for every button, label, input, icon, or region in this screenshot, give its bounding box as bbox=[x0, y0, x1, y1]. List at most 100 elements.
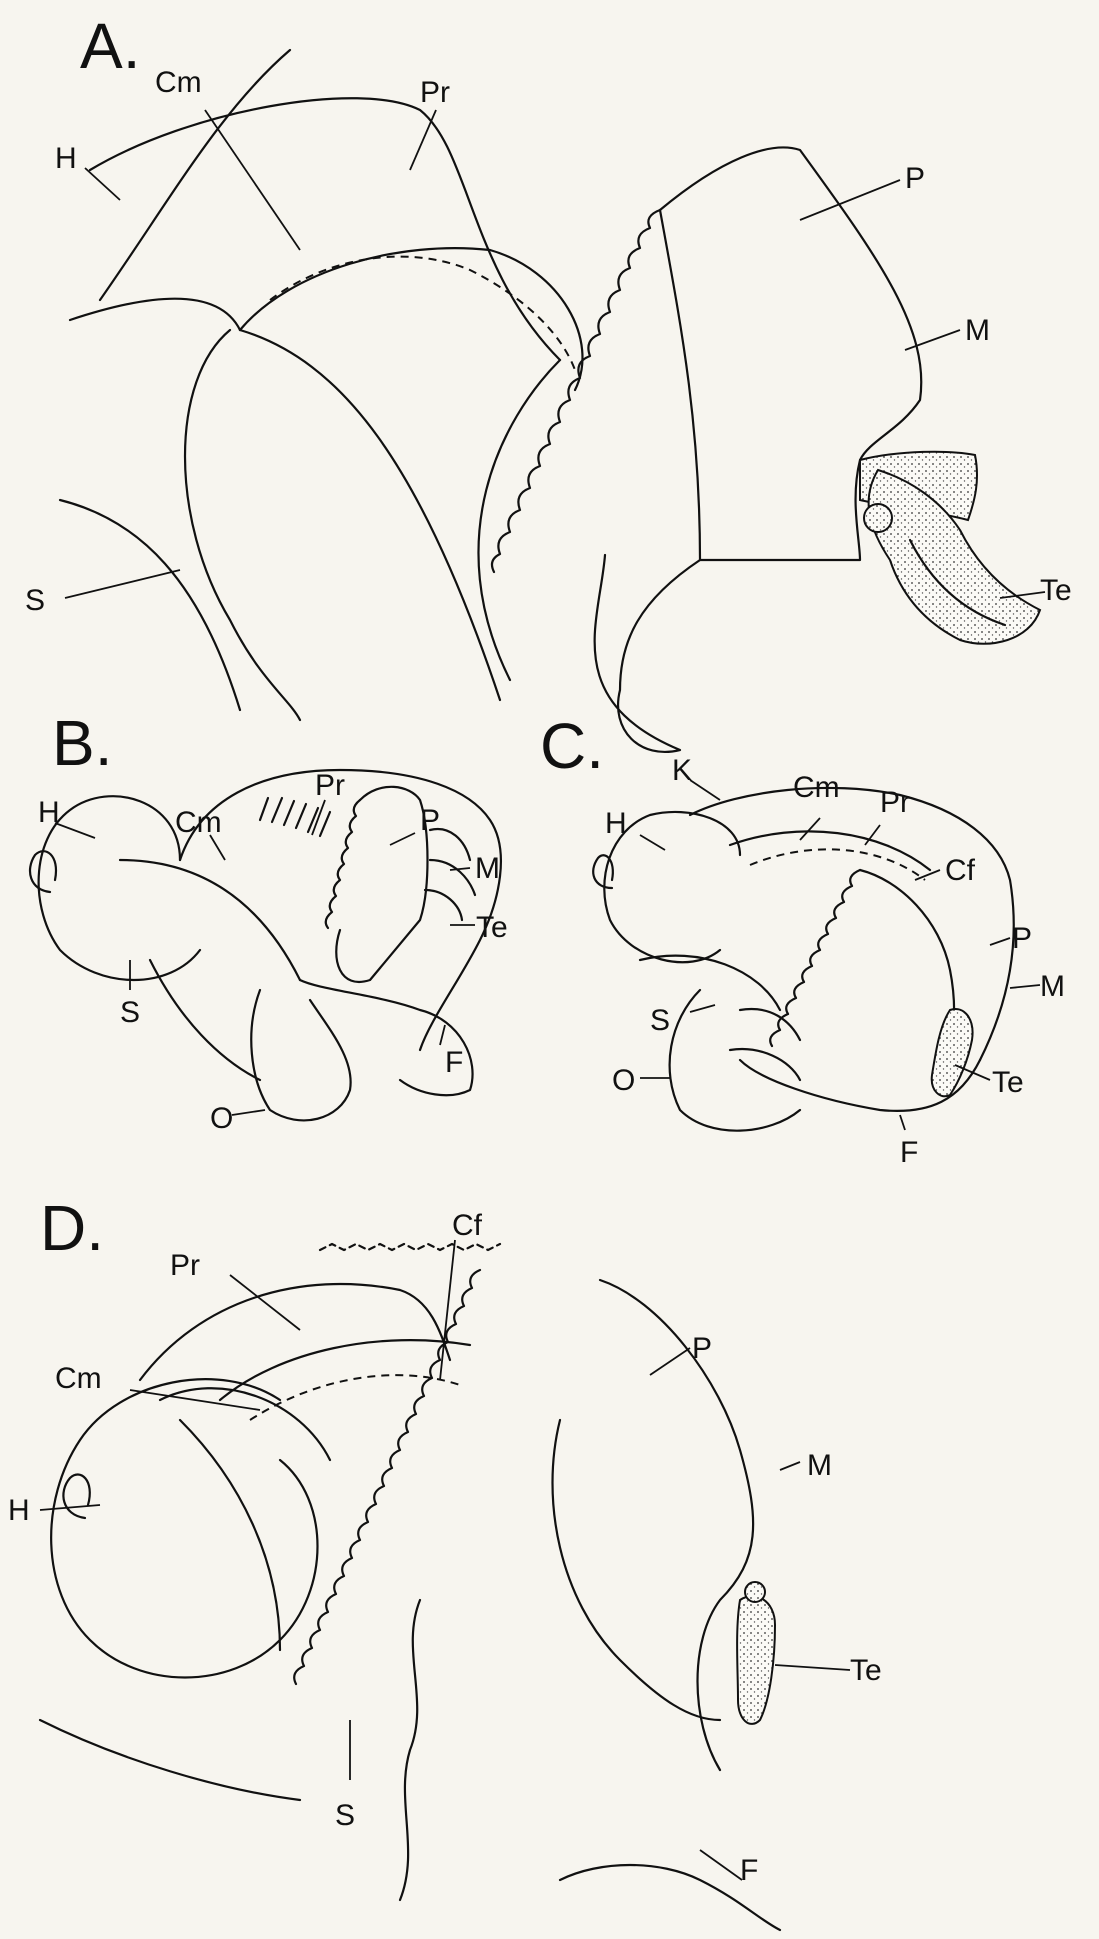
panel-c-label-m: M bbox=[1040, 970, 1065, 1003]
panel-d-prostate-dash bbox=[250, 1375, 460, 1420]
panel-c-label-te: Te bbox=[992, 1066, 1024, 1099]
panel-a-collar bbox=[240, 248, 582, 390]
panel-a-label-s: S bbox=[25, 584, 45, 617]
panel-c-prostate-dash bbox=[750, 849, 925, 880]
panel-a-eye-spot bbox=[864, 504, 892, 532]
panel-a-label-h: H bbox=[55, 142, 77, 175]
panel-d-head-spiral bbox=[63, 1474, 89, 1518]
panel-d-body-top bbox=[140, 1284, 450, 1380]
panel-b-head-spiral bbox=[30, 851, 56, 892]
panel-b-leader-f bbox=[440, 1025, 445, 1045]
panel-b-label-h: H bbox=[38, 796, 60, 829]
panel-b-letter: B. bbox=[52, 707, 112, 779]
panel-a-label-m: M bbox=[965, 314, 990, 347]
panel-d-tentacle-stipple bbox=[737, 1596, 775, 1724]
panel-d-collar bbox=[220, 1340, 470, 1400]
panel-c-head-spiral bbox=[593, 855, 613, 888]
panel-d-leader-te bbox=[775, 1665, 850, 1670]
panel-d-penis-crenulations bbox=[294, 1270, 480, 1684]
panel-a-penis-back bbox=[660, 210, 700, 560]
panel-d-label-te: Te bbox=[850, 1654, 882, 1687]
panel-b-label-te: Te bbox=[476, 911, 508, 944]
panel-c-leader-p bbox=[990, 938, 1010, 945]
panel-b: B. Cm Pr H P M Te S F O bbox=[30, 707, 508, 1135]
panel-c-label-pr: Pr bbox=[880, 786, 910, 819]
panel-d-leader-cf bbox=[440, 1240, 455, 1380]
panel-b-mantle bbox=[120, 860, 300, 980]
panel-c-leader-k bbox=[690, 780, 720, 800]
panel-d-label-m: M bbox=[807, 1449, 832, 1482]
panel-b-body-lower bbox=[150, 960, 260, 1080]
panel-c-label-o: O bbox=[612, 1064, 635, 1097]
panel-d-label-cf: Cf bbox=[452, 1209, 483, 1242]
panel-b-leader-h bbox=[55, 823, 95, 838]
panel-a-leader-h bbox=[85, 168, 120, 200]
panel-b-penis-crenulations bbox=[326, 800, 360, 928]
panel-d-penis-inner bbox=[553, 1420, 721, 1720]
panel-a-penis-crenulations bbox=[492, 210, 660, 572]
panel-d-left-body bbox=[180, 1420, 280, 1650]
panel-d-label-pr: Pr bbox=[170, 1249, 200, 1282]
panel-d-letter: D. bbox=[40, 1192, 104, 1264]
panel-c-leader-cm bbox=[800, 818, 820, 840]
panel-b-operculum bbox=[251, 990, 350, 1120]
panel-d-label-cm: Cm bbox=[55, 1362, 102, 1395]
panel-a-mantle-line bbox=[60, 500, 240, 710]
panel-a-label-p: P bbox=[905, 162, 925, 195]
panel-b-label-p: P bbox=[420, 804, 440, 837]
panel-d-penis-outline bbox=[600, 1280, 753, 1770]
panel-a-foot-outline bbox=[185, 330, 300, 720]
panel-a-leader-p bbox=[800, 180, 900, 220]
panel-a: A. Cm Pr H P M S Te bbox=[25, 10, 1072, 752]
panel-d-leader-p bbox=[650, 1348, 690, 1375]
panel-a-foot-sole bbox=[478, 360, 560, 680]
panel-d-leader-h bbox=[40, 1505, 100, 1510]
panel-c-label-k: K bbox=[672, 754, 692, 787]
panel-a-penis-outline bbox=[595, 148, 922, 752]
panel-a-label-pr: Pr bbox=[420, 76, 450, 109]
panel-c-label-cf: Cf bbox=[945, 854, 976, 887]
panel-d-label-p: P bbox=[692, 1332, 712, 1365]
panel-a-prostate-dash bbox=[270, 257, 575, 370]
panel-c-leader-h bbox=[640, 835, 665, 850]
panel-b-leader-o bbox=[232, 1110, 265, 1115]
panel-a-label-cm: Cm bbox=[155, 66, 202, 99]
panel-d-leader-m bbox=[780, 1462, 800, 1470]
panel-a-body-outline bbox=[90, 98, 560, 360]
panel-a-label-te: Te bbox=[1040, 574, 1072, 607]
panel-d-lower-wavy bbox=[400, 1600, 420, 1900]
panel-c-leader-m bbox=[1010, 985, 1040, 988]
panel-c-leader-s bbox=[690, 1005, 715, 1012]
panel-d-label-h: H bbox=[8, 1494, 30, 1527]
panel-c-mantle bbox=[640, 956, 780, 1010]
panel-a-letter: A. bbox=[80, 10, 140, 82]
panel-c: C. K Cm Pr H Cf P M S Te bbox=[540, 710, 1065, 1169]
panel-d-dashed-top bbox=[320, 1244, 500, 1250]
panel-c-label-f: F bbox=[900, 1136, 918, 1169]
panel-b-leader-m bbox=[450, 868, 470, 870]
panel-c-tentacle-stipple bbox=[932, 1009, 973, 1096]
panel-d-label-f: F bbox=[740, 1854, 758, 1887]
panel-b-label-o: O bbox=[210, 1102, 233, 1135]
panel-d-leader-cm bbox=[130, 1390, 260, 1410]
panel-d-eye-spot bbox=[745, 1582, 765, 1602]
panel-b-tentacles bbox=[425, 829, 475, 920]
panel-a-neck-outline bbox=[70, 299, 240, 330]
panel-b-label-f: F bbox=[445, 1046, 463, 1079]
panel-b-label-m: M bbox=[475, 852, 500, 885]
panel-a-leader-s bbox=[65, 570, 180, 598]
panel-c-label-h: H bbox=[605, 807, 627, 840]
panel-c-label-p: P bbox=[1012, 922, 1032, 955]
panel-b-label-s: S bbox=[120, 996, 140, 1029]
panel-c-collar bbox=[730, 831, 930, 870]
panel-d: D. Cf Pr P Cm M H Te S bbox=[8, 1192, 882, 1930]
panel-c-leader-f bbox=[900, 1115, 905, 1130]
panel-d-label-s: S bbox=[335, 1799, 355, 1832]
panel-b-label-pr: Pr bbox=[315, 769, 345, 802]
panel-b-penis-outline bbox=[336, 787, 427, 982]
panel-b-label-cm: Cm bbox=[175, 806, 222, 839]
panel-a-siphon-line bbox=[240, 330, 500, 700]
panel-b-leader-p bbox=[390, 833, 415, 845]
panel-a-leader-cm bbox=[205, 110, 300, 250]
panel-c-label-s: S bbox=[650, 1004, 670, 1037]
